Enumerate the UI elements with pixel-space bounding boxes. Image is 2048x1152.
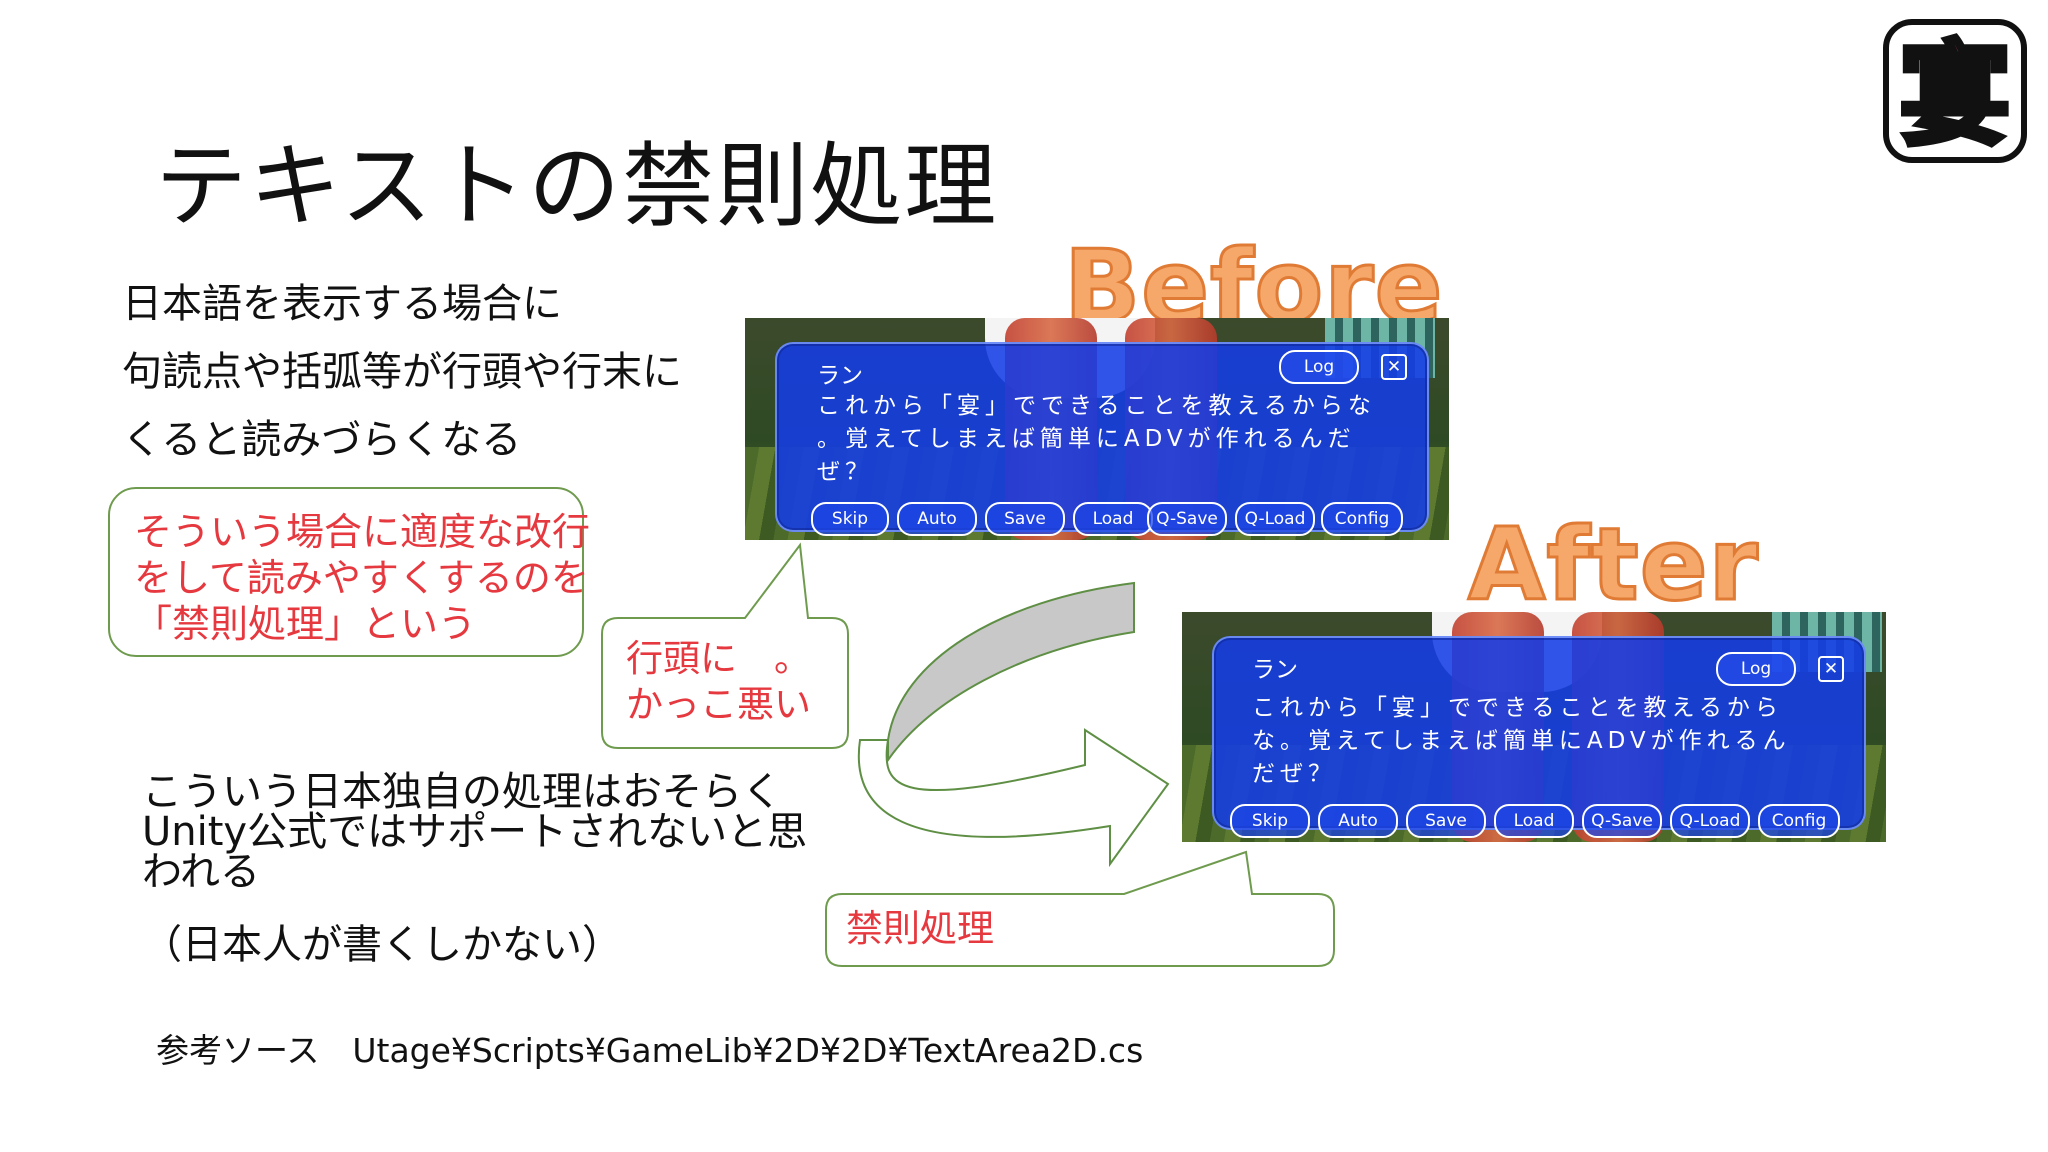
callout-line: 「禁則処理」という <box>134 602 477 646</box>
callout-line: そういう場合に適度な改行 <box>134 510 591 554</box>
after-game-screenshot: ラン Log ✕ これから「宴」でできることを教えるから な。覚えてしまえば簡単… <box>1182 612 1886 842</box>
log-button[interactable]: Log <box>1279 350 1359 384</box>
callout-line: をして読みやすくするのを <box>134 556 589 600</box>
config-button[interactable]: Config <box>1321 502 1403 536</box>
svg-text:宴: 宴 <box>1899 31 2011 161</box>
after-label: After <box>1467 505 1760 625</box>
skip-button[interactable]: Skip <box>811 502 889 536</box>
dialog-message: これから「宴」でできることを教えるから な。覚えてしまえば簡単にADVが作れるん… <box>1252 692 1791 791</box>
speaker-name: ラン <box>817 363 863 389</box>
save-button[interactable]: Save <box>1406 804 1486 838</box>
intro-text: 日本語を表示する場合に 句読点や括弧等が行頭や行末に くると読みづらくなる <box>122 270 682 474</box>
unity-note: こういう日本独自の処理はおそらく Unity公式ではサポートされないと思 われる <box>142 772 807 892</box>
definition-callout: そういう場合に適度な改行 をして読みやすくするのを 「禁則処理」という <box>108 487 591 657</box>
message-line: 。覚えてしまえば簡単にADVが作れるんだ <box>817 426 1356 452</box>
slide-title: テキストの禁則処理 <box>155 133 999 240</box>
qsave-button[interactable]: Q-Save <box>1582 804 1662 838</box>
unity-line: Unity公式ではサポートされないと思 <box>142 809 808 855</box>
unity-line: こういう日本独自の処理はおそらく <box>142 769 782 815</box>
utage-logo: 宴 <box>1880 16 2030 166</box>
source-reference: 参考ソース Utage¥Scripts¥GameLib¥2D¥2D¥TextAr… <box>156 1031 1144 1070</box>
intro-line: くると読みづらくなる <box>122 417 522 463</box>
curved-arrow-tail-icon <box>857 728 1170 868</box>
message-line: だぜ？ <box>1252 761 1336 787</box>
intro-line: 句読点や括弧等が行頭や行末に <box>122 349 682 395</box>
before-game-screenshot: ラン Log ✕ これから「宴」でできることを教えるからな 。覚えてしまえば簡単… <box>745 318 1449 540</box>
before-bubble-text: 行頭に 。 かっこ悪い <box>626 636 811 728</box>
auto-button[interactable]: Auto <box>1318 804 1398 838</box>
save-button[interactable]: Save <box>985 502 1065 536</box>
qsave-button[interactable]: Q-Save <box>1147 502 1227 536</box>
message-line: な。覚えてしまえば簡単にADVが作れるん <box>1252 728 1791 754</box>
load-button[interactable]: Load <box>1494 804 1574 838</box>
load-button[interactable]: Load <box>1073 502 1153 536</box>
close-icon[interactable]: ✕ <box>1818 656 1844 682</box>
bubble-line: 行頭に 。 <box>626 637 811 680</box>
config-button[interactable]: Config <box>1758 804 1840 838</box>
speaker-name: ラン <box>1252 657 1298 683</box>
parenthetical-note: （日本人が書くしかない） <box>142 922 622 968</box>
message-line: これから「宴」でできることを教えるからな <box>817 393 1376 419</box>
log-button[interactable]: Log <box>1716 652 1796 686</box>
unity-line: われる <box>142 849 260 895</box>
message-line: ぜ？ <box>817 459 873 485</box>
skip-button[interactable]: Skip <box>1230 804 1310 838</box>
auto-button[interactable]: Auto <box>897 502 977 536</box>
intro-line: 日本語を表示する場合に <box>122 281 562 327</box>
close-icon[interactable]: ✕ <box>1381 354 1407 380</box>
qload-button[interactable]: Q-Load <box>1235 502 1315 536</box>
curved-arrow-icon <box>887 581 1135 764</box>
dialog-message: これから「宴」でできることを教えるからな 。覚えてしまえば簡単にADVが作れるん… <box>817 390 1376 489</box>
message-line: これから「宴」でできることを教えるから <box>1252 695 1783 721</box>
bubble-line: かっこ悪い <box>626 683 811 726</box>
after-bubble-text: 禁則処理 <box>846 907 994 950</box>
qload-button[interactable]: Q-Load <box>1670 804 1750 838</box>
